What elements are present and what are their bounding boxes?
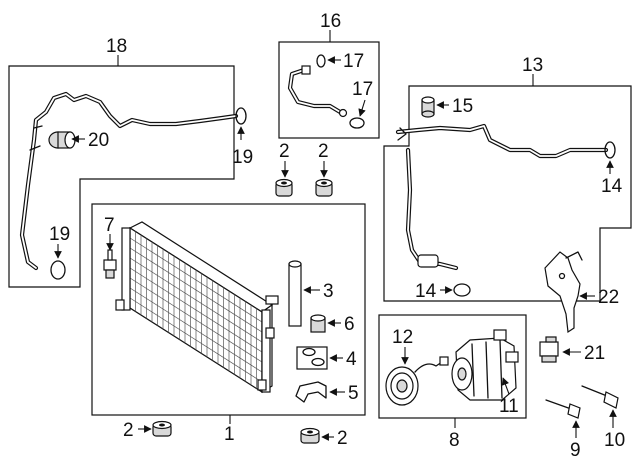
part-11-compressor <box>451 329 519 401</box>
condenser-bracket-right <box>265 327 275 339</box>
part-2-bushing-bottom-right <box>300 427 320 444</box>
callout-3: 3 <box>323 281 334 302</box>
callout-2-bottom-left: 2 <box>123 420 134 441</box>
part-3-receiver-drier <box>288 260 302 327</box>
condenser-bracket-top <box>265 295 279 305</box>
part-9-bolt <box>545 399 581 419</box>
callout-14-upper: 14 <box>601 176 623 197</box>
part-2-bushing-right <box>315 178 333 197</box>
group-16-suction-hose: 16 17 17 <box>278 11 380 139</box>
callout-7: 7 <box>104 215 115 236</box>
callout-22: 22 <box>598 287 619 308</box>
line-13-muffler <box>417 254 439 268</box>
part-14-o-ring-upper <box>604 141 616 159</box>
callout-9: 9 <box>570 440 581 461</box>
group-8-compressor: 8 12 11 <box>378 314 527 451</box>
callout-19-upper: 19 <box>232 147 253 168</box>
line-18-bracket <box>29 125 43 151</box>
part-2-bushing-left <box>275 178 293 197</box>
callout-12: 12 <box>392 327 413 348</box>
callout-11-arrow <box>501 377 510 395</box>
line-13-drop <box>405 147 459 271</box>
part-19-o-ring-lower <box>50 260 66 280</box>
part-10-bolt <box>581 385 619 409</box>
part-20-cap <box>48 131 76 149</box>
callout-2-top-left: 2 <box>279 141 290 162</box>
part-14-o-ring-lower <box>453 283 471 297</box>
callout-17b-arrow <box>358 99 366 117</box>
callout-5: 5 <box>348 383 359 404</box>
callout-19-lower: 19 <box>49 224 70 245</box>
condenser-core <box>115 221 279 394</box>
group-8-frame <box>378 314 527 419</box>
part-7-pressure-sensor <box>103 249 117 279</box>
part-21-connector <box>539 336 559 363</box>
part-12-clutch <box>385 356 449 406</box>
hose-16-fitting <box>338 108 348 118</box>
group-1-frame <box>91 203 366 416</box>
part-4-o-ring-kit <box>296 346 328 370</box>
callout-4: 4 <box>346 349 357 370</box>
callout-6: 6 <box>344 314 355 335</box>
group-13-frame <box>383 85 632 302</box>
group-18-frame <box>8 65 235 288</box>
callout-17-upper: 17 <box>343 51 364 72</box>
condenser-bracket-bottom <box>257 379 267 391</box>
callout-14-lower: 14 <box>415 281 437 302</box>
callout-17-lower: 17 <box>352 79 373 100</box>
line-13-end-fitting <box>397 127 407 141</box>
callout-8: 8 <box>449 430 460 451</box>
callout-16: 16 <box>320 11 341 32</box>
callout-21: 21 <box>584 343 605 364</box>
callout-18: 18 <box>106 36 127 57</box>
callout-13: 13 <box>522 55 543 76</box>
group-13-liquid-line: 13 15 14 14 <box>383 55 632 302</box>
condenser-right-tank <box>261 309 271 393</box>
callout-2-top-right: 2 <box>318 141 329 162</box>
line-13-tube <box>395 123 609 159</box>
hose-16-end <box>301 65 311 75</box>
callout-2-bottom-right: 2 <box>337 428 348 449</box>
condenser-bracket-left <box>115 299 125 311</box>
callout-20: 20 <box>88 130 109 151</box>
part-6-drier-cap <box>310 314 326 333</box>
part-22-bracket <box>544 251 583 334</box>
part-15-cap <box>421 96 435 118</box>
condenser-left-tank <box>121 227 131 311</box>
callout-15: 15 <box>452 96 473 117</box>
part-17-o-ring-upper <box>316 54 326 68</box>
callout-11: 11 <box>499 396 519 417</box>
callout-10: 10 <box>604 430 625 451</box>
callout-1: 1 <box>224 424 235 445</box>
group-16-frame <box>278 41 380 139</box>
part-19-o-ring-upper <box>235 107 247 125</box>
group-1-condenser: 1 7 3 <box>91 203 366 445</box>
part-5-bracket <box>295 381 327 403</box>
group-18-discharge-line: 18 20 19 19 <box>8 36 253 288</box>
part-17-o-ring-lower <box>349 117 365 129</box>
part-2-bushing-bottom-left <box>152 420 172 437</box>
